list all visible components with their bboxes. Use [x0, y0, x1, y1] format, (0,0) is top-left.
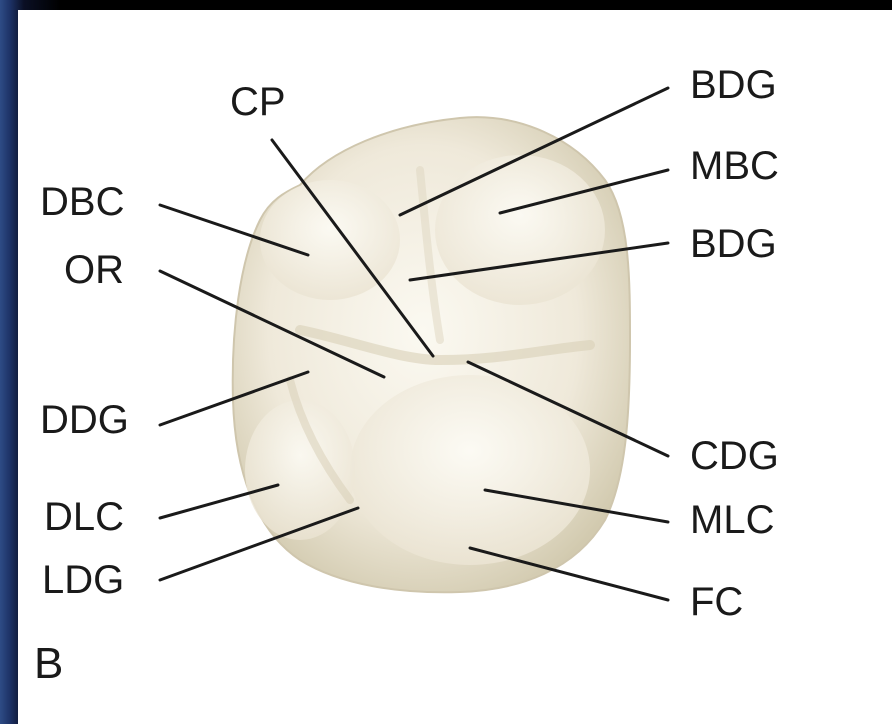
- label-bdg-top: BDG: [690, 65, 777, 105]
- panel-letter: B: [34, 642, 63, 686]
- label-ddg: DDG: [40, 400, 129, 440]
- label-bdg-mid: BDG: [690, 224, 777, 264]
- label-fc: FC: [690, 582, 743, 622]
- mesiobuccal-cusp: [435, 155, 605, 305]
- label-mlc: MLC: [690, 500, 774, 540]
- label-or: OR: [64, 250, 124, 290]
- label-ldg: LDG: [42, 560, 124, 600]
- label-dlc: DLC: [44, 497, 124, 537]
- label-dbc: DBC: [40, 182, 124, 222]
- label-cp: CP: [230, 82, 286, 122]
- label-mbc: MBC: [690, 146, 779, 186]
- label-cdg: CDG: [690, 436, 779, 476]
